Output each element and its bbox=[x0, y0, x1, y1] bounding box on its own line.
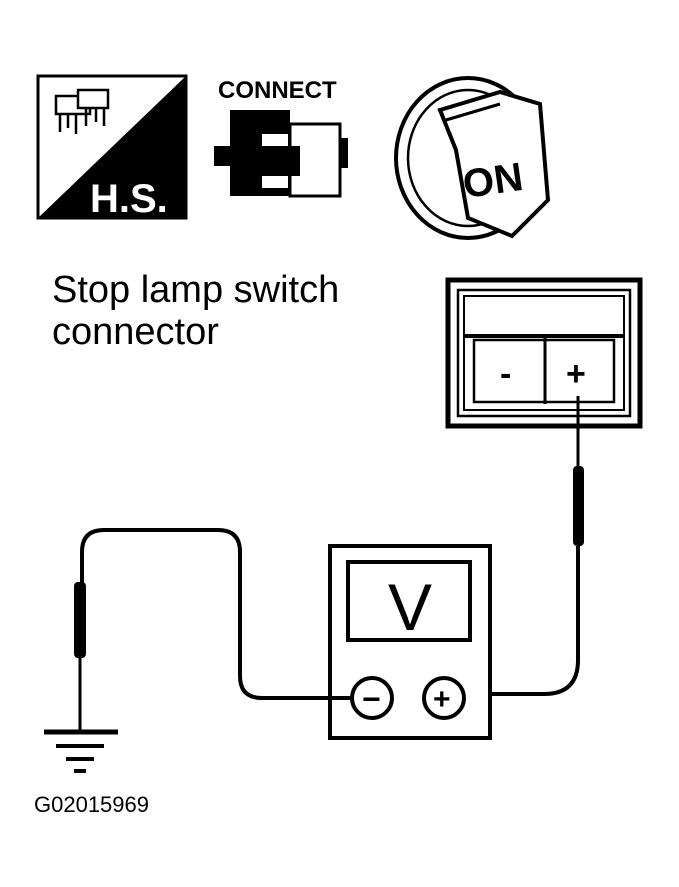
connect-label: CONNECT bbox=[218, 77, 337, 104]
stop-lamp-switch-connector: - + bbox=[445, 277, 643, 429]
ignition-on-label: ON bbox=[460, 155, 526, 207]
connect-icon: CONNECT bbox=[214, 77, 348, 198]
connector-title-line1: Stop lamp switch bbox=[52, 269, 339, 311]
voltmeter-display-label: V bbox=[388, 570, 432, 644]
connector-terminal-negative: - bbox=[500, 355, 511, 393]
ground-icon bbox=[44, 729, 118, 773]
negative-probe bbox=[74, 582, 86, 730]
voltmeter-positive-terminal bbox=[422, 676, 466, 720]
ignition-on-icon: ON bbox=[394, 76, 551, 240]
voltmeter-positive-label: + bbox=[433, 683, 451, 716]
harness-side-icon: H.S. bbox=[36, 74, 188, 221]
connector-title-line2: connector bbox=[52, 311, 219, 353]
negative-lead-wire bbox=[80, 528, 352, 700]
voltmeter: V − + bbox=[328, 544, 492, 740]
voltmeter-negative-label: − bbox=[362, 681, 381, 717]
hs-label: H.S. bbox=[90, 177, 168, 221]
connector-terminal-positive: + bbox=[566, 355, 586, 393]
figure-id: G02015969 bbox=[34, 792, 149, 817]
positive-probe bbox=[573, 396, 584, 546]
positive-lead-wire bbox=[462, 546, 580, 696]
